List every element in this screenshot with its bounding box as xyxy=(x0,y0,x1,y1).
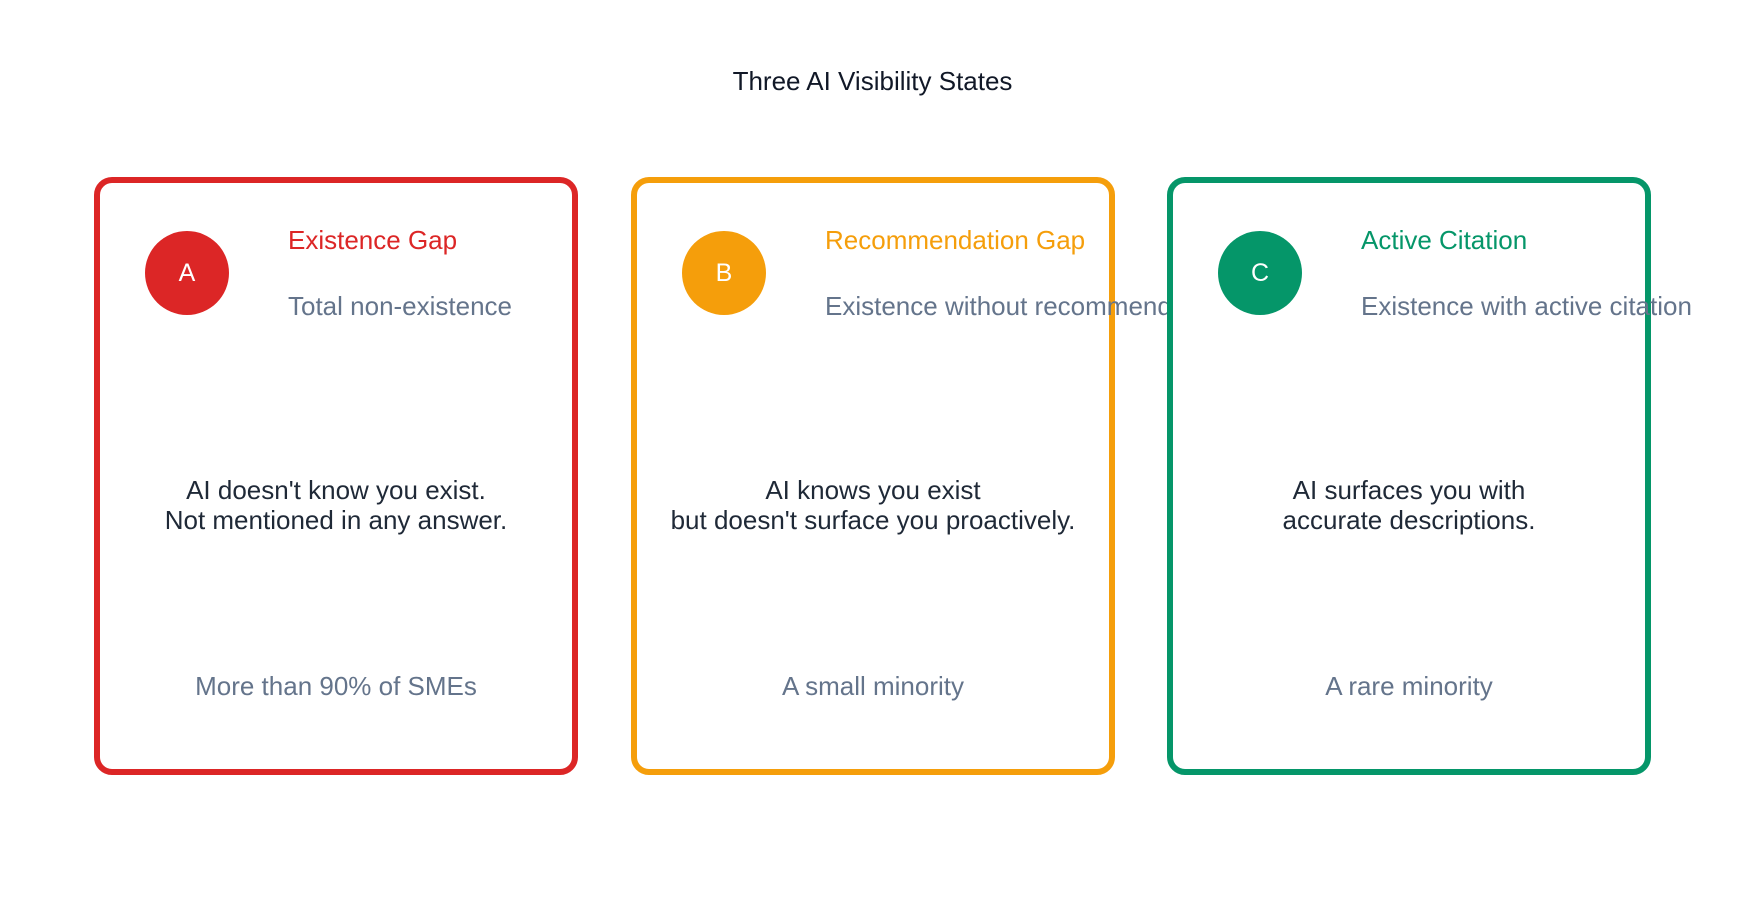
card-description: AI doesn't know you exist. Not mentioned… xyxy=(100,475,572,535)
card-description-line-2: Not mentioned in any answer. xyxy=(164,505,508,535)
card-description-line-2: but doesn't surface you proactively. xyxy=(670,505,1076,535)
card-subtitle: Total non-existence xyxy=(288,291,513,321)
state-card-active-citation: C Active Citation Existence with active … xyxy=(1167,177,1692,775)
card-footer: More than 90% of SMEs xyxy=(195,671,477,701)
card-subtitle: Existence with active citation xyxy=(1361,291,1692,321)
page-title: Three AI Visibility States xyxy=(732,66,1013,96)
card-description-line-1: AI surfaces you with xyxy=(1292,475,1526,505)
card-footer: A rare minority xyxy=(1325,671,1493,701)
card-title: Existence Gap xyxy=(288,225,458,255)
state-badge-b: B xyxy=(682,231,766,315)
card-description: AI surfaces you with accurate descriptio… xyxy=(1173,475,1645,535)
card-description-line-1: AI doesn't know you exist. xyxy=(186,475,486,505)
card-description-line-2: accurate descriptions. xyxy=(1282,505,1536,535)
state-card-recommendation-gap: B Recommendation Gap Existence without r… xyxy=(631,177,1228,775)
card-title: Recommendation Gap xyxy=(825,225,1086,255)
state-card-existence-gap: A Existence Gap Total non-existence AI d… xyxy=(94,177,578,775)
card-subtitle: Existence without recommendation xyxy=(825,291,1229,321)
state-badge-a: A xyxy=(145,231,229,315)
card-description-line-1: AI knows you exist xyxy=(765,475,981,505)
card-title: Active Citation xyxy=(1361,225,1528,255)
card-footer: A small minority xyxy=(781,671,965,701)
card-description: AI knows you exist but doesn't surface y… xyxy=(637,475,1109,535)
state-badge-c: C xyxy=(1218,231,1302,315)
